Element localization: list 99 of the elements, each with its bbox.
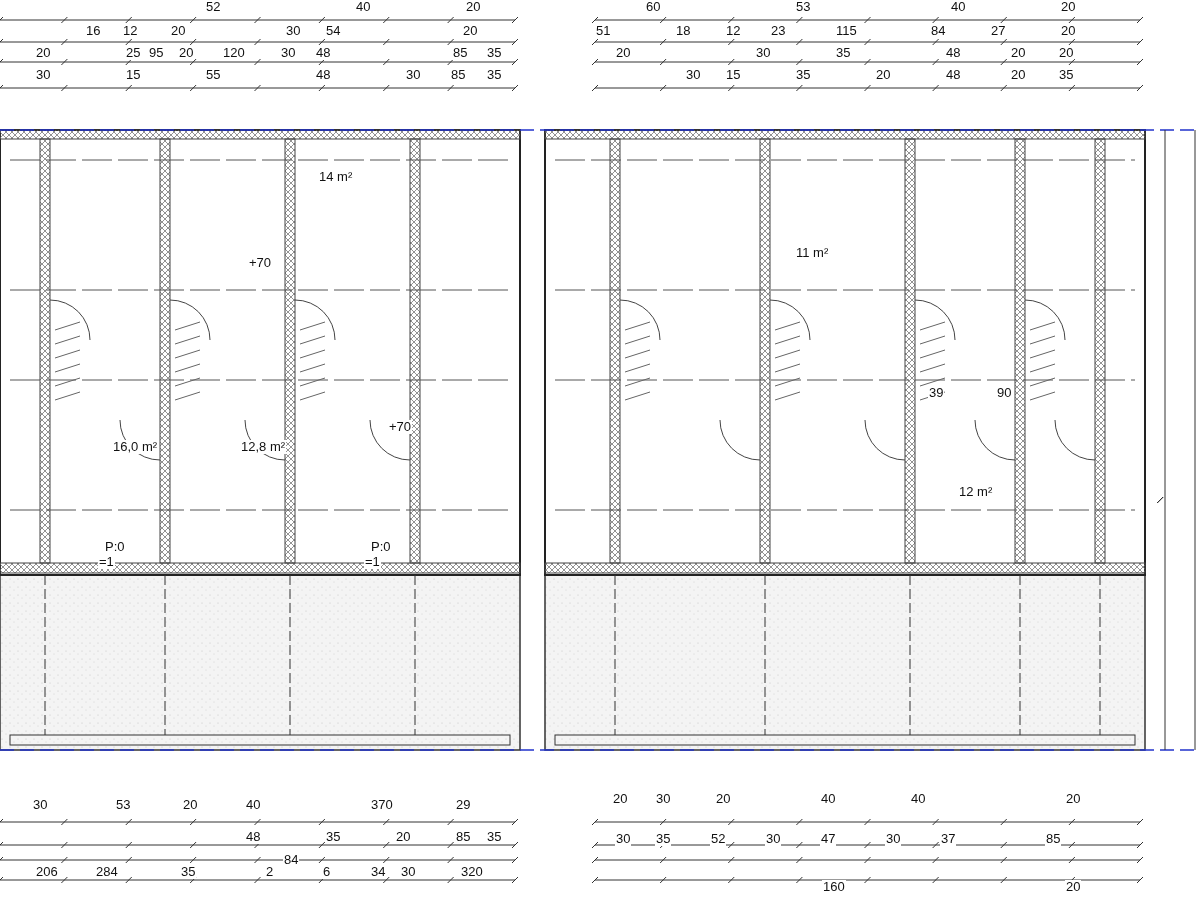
dimension-text: 85: [450, 68, 467, 82]
dimension-text: 52: [710, 832, 727, 846]
dimension-text: 85: [455, 830, 472, 844]
dimension-text: 40: [820, 792, 837, 806]
dimension-text: 20: [462, 24, 479, 38]
dimension-text: 2: [265, 865, 275, 879]
dimension-text: 12: [122, 24, 139, 38]
dimension-text: 18: [675, 24, 692, 38]
dimension-text: 35: [486, 68, 503, 82]
dimension-text: 90: [996, 386, 1013, 400]
room-area: 12 m²: [958, 485, 994, 499]
dimension-text: 40: [245, 798, 262, 812]
dimension-text: 48: [945, 46, 962, 60]
dimension-text: P:0: [104, 540, 126, 554]
dimension-text: 30: [685, 68, 702, 82]
dimension-text: 85: [452, 46, 469, 60]
dimension-text: 120: [222, 46, 246, 60]
dimension-text: 35: [325, 830, 342, 844]
dimension-text: 284: [95, 865, 119, 879]
dimension-text: 35: [180, 865, 197, 879]
dimension-text: 206: [35, 865, 59, 879]
dimension-text: 23: [770, 24, 787, 38]
dimension-text: 30: [35, 68, 52, 82]
dimension-text: 29: [455, 798, 472, 812]
dimension-text: 115: [835, 24, 858, 38]
dimension-text: 47: [820, 832, 837, 846]
dimension-text: +70: [388, 420, 413, 434]
dimension-text: 16: [85, 24, 102, 38]
dimension-text: 15: [125, 68, 142, 82]
dimension-text: 40: [355, 0, 372, 14]
dimension-text: 30: [655, 792, 672, 806]
dimension-text: 30: [32, 798, 49, 812]
room-area: 14 m²: [318, 170, 354, 184]
dimension-text: 84: [283, 853, 300, 867]
dimension-text: 40: [950, 0, 967, 14]
dimension-text: 48: [245, 830, 262, 844]
dimension-text: 20: [1010, 68, 1027, 82]
dimension-text: 39: [928, 386, 945, 400]
dimension-text: 25: [125, 46, 142, 60]
dimension-text: 20: [170, 24, 187, 38]
dimension-text: 95: [148, 46, 165, 60]
dimension-text: 53: [115, 798, 132, 812]
dimension-text: 20: [178, 46, 195, 60]
dimension-text: 84: [930, 24, 947, 38]
dimension-text: 20: [715, 792, 732, 806]
dimension-text: 320: [460, 865, 484, 879]
dimension-text: 30: [285, 24, 302, 38]
dimension-text: 30: [400, 865, 417, 879]
dimension-text: 20: [35, 46, 52, 60]
dimension-text: 51: [595, 24, 612, 38]
dimension-text: 35: [655, 832, 672, 846]
dimension-text: 20: [875, 68, 892, 82]
dimension-text: 20: [465, 0, 482, 14]
dimension-text: 37: [940, 832, 957, 846]
dimension-text: 48: [315, 46, 332, 60]
dimension-text: 35: [486, 830, 503, 844]
dimension-text: 370: [370, 798, 394, 812]
dimension-text: 20: [1060, 0, 1077, 14]
dimension-text: 40: [910, 792, 927, 806]
dimension-text: 34: [370, 865, 387, 879]
dimension-text: 30: [765, 832, 782, 846]
dimension-text: +70: [248, 256, 273, 270]
dimension-text: 35: [835, 46, 852, 60]
dimension-text: 20: [1065, 880, 1082, 894]
dimension-text: 6: [322, 865, 332, 879]
dimension-text: 60: [645, 0, 662, 14]
dimension-text: 30: [615, 832, 632, 846]
dimension-text: =1: [364, 555, 381, 569]
dimension-text: 30: [405, 68, 422, 82]
dimension-text: 20: [1010, 46, 1027, 60]
dimension-text: 30: [755, 46, 772, 60]
dimension-text: 20: [1060, 24, 1077, 38]
dimension-text: 20: [612, 792, 629, 806]
dimension-text: 55: [205, 68, 222, 82]
dimension-text: 48: [945, 68, 962, 82]
dimension-text: 160: [822, 880, 846, 894]
dimension-text: 20: [1065, 792, 1082, 806]
dimension-text: 20: [615, 46, 632, 60]
dimension-text: 20: [395, 830, 412, 844]
dimension-text: 20: [1058, 46, 1075, 60]
dimension-text: 35: [486, 46, 503, 60]
room-area: 16,0 m²: [112, 440, 159, 454]
dimension-text: 85: [1045, 832, 1062, 846]
dimension-text: 15: [725, 68, 742, 82]
dimension-text: 53: [795, 0, 812, 14]
dimension-text: =1: [98, 555, 115, 569]
dimension-text: 35: [1058, 68, 1075, 82]
room-area: 11 m²: [795, 246, 830, 260]
dimension-text: 30: [885, 832, 902, 846]
dimension-text: 35: [795, 68, 812, 82]
dimension-text: 20: [182, 798, 199, 812]
dimension-text: 54: [325, 24, 342, 38]
room-area: 12,8 m²: [240, 440, 287, 454]
dimension-text: 52: [205, 0, 222, 14]
dimension-text: 27: [990, 24, 1007, 38]
dimension-text: 48: [315, 68, 332, 82]
dimension-text: P:0: [370, 540, 392, 554]
dimension-text: 30: [280, 46, 297, 60]
dimension-text: 12: [725, 24, 742, 38]
